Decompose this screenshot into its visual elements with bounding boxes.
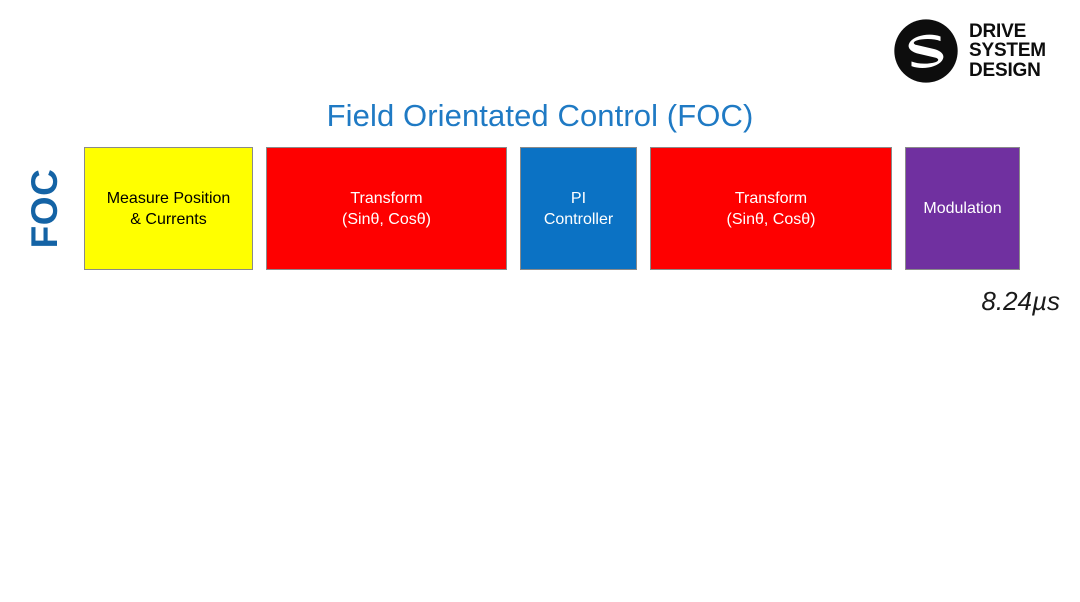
drive-system-design-swirl-icon [894, 19, 958, 83]
stage-transform-1[interactable]: Transform (Sinθ, Cosθ) [266, 147, 507, 270]
foc-pipeline: Measure Position & Currents Transform (S… [84, 147, 1020, 270]
brand-logo: DRIVE SYSTEM DESIGN [893, 18, 1046, 84]
stage-transform-2-line-2: (Sinθ, Cosθ) [726, 210, 816, 228]
stage-pi-controller[interactable]: PI Controller [520, 147, 637, 270]
stage-transform-1-line-2: (Sinθ, Cosθ) [342, 210, 431, 228]
brand-wordmark: DRIVE SYSTEM DESIGN [969, 22, 1046, 81]
stage-modulation[interactable]: Modulation [905, 147, 1020, 270]
stage-transform-2[interactable]: Transform (Sinθ, Cosθ) [650, 147, 892, 270]
stage-transform-1-line-1: Transform [350, 189, 423, 207]
brand-line-1: DRIVE [969, 20, 1027, 42]
stage-measure-line-2: & Currents [130, 210, 207, 228]
page-title: Field Orientated Control (FOC) [326, 98, 754, 133]
brand-line-3: DESIGN [969, 59, 1041, 81]
stage-measure-line-1: Measure Position [106, 189, 231, 207]
stage-measure-position-currents[interactable]: Measure Position & Currents [84, 147, 253, 270]
total-cycle-time-label: 8.24µs [981, 286, 1060, 316]
foc-group-label: FOC [23, 168, 65, 249]
stage-pi-line-2: Controller [543, 210, 614, 228]
stage-modulation-line-1: Modulation [923, 200, 1002, 217]
stage-transform-2-line-1: Transform [734, 189, 808, 207]
brand-line-2: SYSTEM [969, 40, 1046, 62]
stage-pi-line-1: PI [570, 189, 587, 207]
